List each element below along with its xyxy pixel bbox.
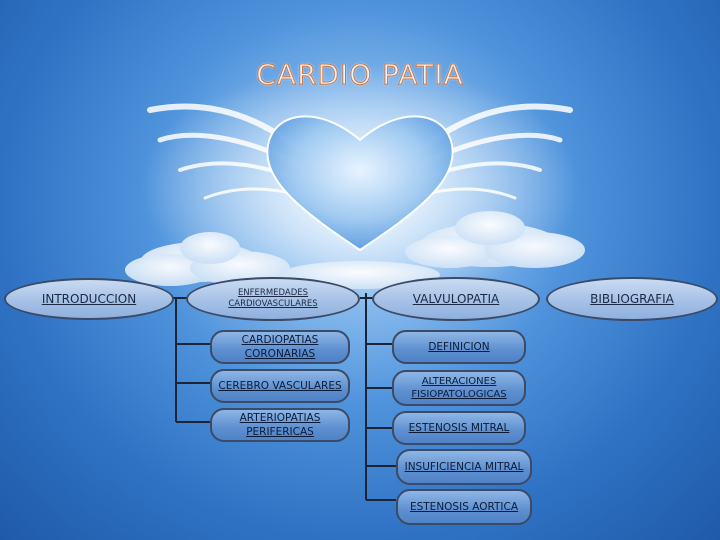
box-cardiopatias-coronarias[interactable]: CARDIOPATIAS CORONARIAS [210, 330, 350, 364]
node-enfermedades-cardiovasculares[interactable]: ENFERMEDADES CARDIOVASCULARES [186, 277, 360, 321]
box-insuficiencia-mitral-label: INSUFICIENCIA MITRAL [404, 460, 524, 473]
clouds-decoration [125, 211, 585, 289]
node-bibliografia[interactable]: BIBLIOGRAFIA [546, 277, 718, 321]
node-valvulopatia-label: VALVULOPATIA [412, 291, 500, 306]
box-cerebro-vasculares-label: CEREBRO VASCULARES [218, 379, 342, 392]
box-alteraciones-label: ALTERACIONES FISIOPATOLOGICAS [411, 375, 507, 401]
box-alteraciones-fisiopatologicas[interactable]: ALTERACIONES FISIOPATOLOGICAS [392, 370, 526, 406]
node-bibliografia-label: BIBLIOGRAFIA [590, 291, 674, 306]
node-introduccion[interactable]: INTRODUCCION [4, 278, 174, 320]
box-definicion-label: DEFINICION [428, 340, 490, 353]
heart-icon [266, 115, 454, 252]
box-insuficiencia-mitral[interactable]: INSUFICIENCIA MITRAL [396, 449, 532, 485]
node-introduccion-label: INTRODUCCION [41, 291, 137, 306]
page-title: CARDIO PATIA [256, 58, 464, 92]
box-cerebro-vasculares[interactable]: CEREBRO VASCULARES [210, 369, 350, 403]
node-valvulopatia[interactable]: VALVULOPATIA [372, 277, 540, 321]
box-estenosis-mitral[interactable]: ESTENOSIS MITRAL [392, 411, 526, 445]
box-estenosis-mitral-label: ESTENOSIS MITRAL [408, 421, 510, 434]
box-cardiopatias-coronarias-label: CARDIOPATIAS CORONARIAS [241, 333, 319, 360]
wings-decoration [147, 103, 573, 200]
box-definicion[interactable]: DEFINICION [392, 330, 526, 364]
box-estenosis-aortica-label: ESTENOSIS AORTICA [409, 500, 519, 513]
box-arteriopatias-perifericas-label: ARTERIOPATIAS PERIFERICAS [239, 411, 321, 438]
box-estenosis-aortica[interactable]: ESTENOSIS AORTICA [396, 489, 532, 525]
node-enfermedades-label: ENFERMEDADES CARDIOVASCULARES [228, 287, 318, 309]
box-arteriopatias-perifericas[interactable]: ARTERIOPATIAS PERIFERICAS [210, 408, 350, 442]
